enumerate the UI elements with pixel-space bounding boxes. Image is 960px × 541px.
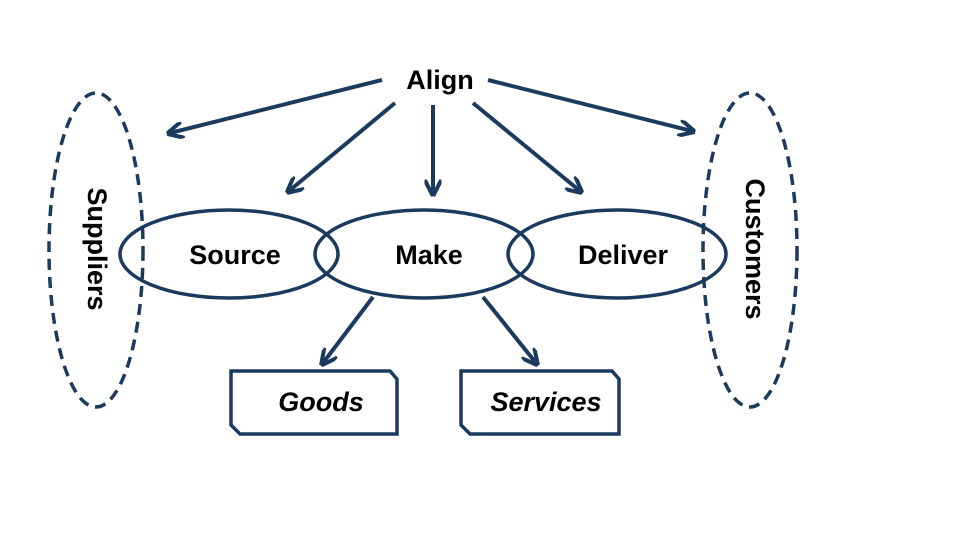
arrow-make-to-services: [481, 295, 536, 363]
make-label: Make: [395, 240, 463, 270]
deliver-ellipse: [506, 208, 728, 300]
arrow-align-to-source: [289, 101, 397, 191]
customers-label: Customers: [740, 178, 770, 319]
arrow-align-to-customers: [487, 78, 692, 131]
suppliers-label: Suppliers: [82, 187, 112, 310]
customers-ellipse: [701, 91, 799, 409]
source-ellipse: [118, 208, 340, 300]
arrow-align-to-deliver: [471, 101, 580, 191]
goods-label: Goods: [278, 387, 364, 417]
make-ellipse: [313, 208, 535, 300]
source-label: Source: [189, 240, 281, 270]
services-box: [459, 369, 621, 436]
deliver-label: Deliver: [578, 240, 669, 270]
goods-box: [229, 369, 399, 436]
suppliers-ellipse: [47, 91, 145, 409]
arrow-align-to-suppliers: [170, 78, 383, 133]
align-label: Align: [406, 65, 474, 95]
services-label: Services: [490, 387, 601, 417]
arrow-make-to-goods: [323, 295, 375, 363]
